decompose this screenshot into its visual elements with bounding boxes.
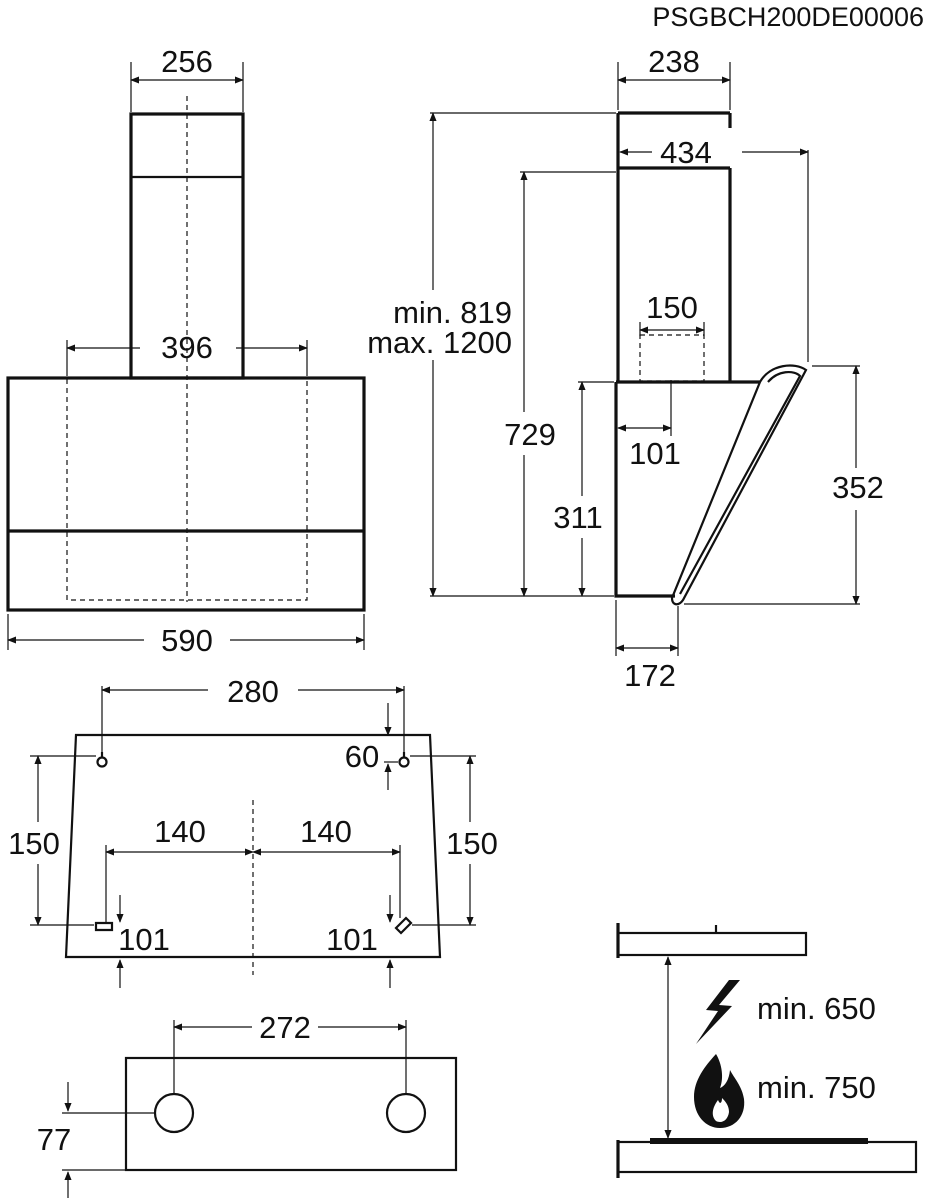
clearance-diagram: min. 650 min. 750 [616, 923, 918, 1178]
hidden-cutout [639, 334, 705, 382]
outlet-right [385, 1092, 427, 1134]
drawing-reference: PSGBCH200DE00006 [652, 2, 924, 32]
dim-cutout-width: 150 [646, 290, 698, 325]
side-view: 238 434 min. 819 max. 1200 729 150 101 3… [367, 44, 884, 693]
dim-height-hood-top: 729 [504, 417, 556, 452]
hob-counter [616, 1140, 918, 1174]
dim-right-half: 140 [300, 814, 352, 849]
dim-top-hole-offset: 60 [345, 739, 379, 774]
flame-icon-inner [712, 1098, 729, 1122]
dim-total-height-min: min. 819 [393, 295, 512, 330]
dim-outlet-spacing: 272 [259, 1010, 311, 1045]
dim-front-height: 352 [832, 470, 884, 505]
dim-outlet-height: 77 [37, 1122, 71, 1157]
dim-bottom-depth: 172 [624, 658, 676, 693]
keyhole-right [398, 752, 410, 768]
dim-depth-wall-to-front: 434 [660, 135, 712, 170]
hidden-inner-outline [66, 377, 308, 601]
hood-body-outline [6, 376, 366, 612]
mounting-plan: 280 60 150 150 140 140 101 101 [8, 674, 498, 988]
keyhole-left [96, 752, 108, 768]
bottom-hole-right [394, 916, 413, 935]
dim-left-half: 140 [154, 814, 206, 849]
dim-chimney-depth: 238 [648, 44, 700, 79]
outlet-panel [124, 1056, 458, 1172]
dim-total-width: 590 [161, 623, 213, 658]
outlet-left [153, 1092, 195, 1134]
lightning-icon [696, 980, 740, 1044]
dim-hole-spacing-top: 280 [227, 674, 279, 709]
flame-icon [694, 1054, 745, 1128]
mounting-template-outline [64, 733, 442, 959]
hob-plate [650, 1138, 868, 1144]
dim-chimney-width: 256 [161, 44, 213, 79]
dim-left-vertical: 150 [8, 826, 60, 861]
bottom-hole-left [94, 921, 114, 932]
front-view: 256 396 590 [6, 44, 366, 658]
hood-body-side [614, 382, 675, 598]
glass-panel [670, 364, 808, 606]
glass-panel-inner [679, 370, 802, 595]
clearance-electric: min. 650 [757, 991, 876, 1026]
dim-right-vertical: 150 [446, 826, 498, 861]
dim-inner-width: 396 [161, 330, 213, 365]
outlet-plan: 272 77 [37, 1010, 458, 1198]
dim-bottom-right-offset: 101 [326, 922, 378, 957]
dim-total-height-max: max. 1200 [367, 325, 512, 360]
dim-body-height: 311 [553, 500, 602, 535]
dim-cutout-offset: 101 [629, 436, 681, 471]
hood-underside [616, 931, 808, 957]
clearance-gas: min. 750 [757, 1070, 876, 1105]
dim-bottom-left-offset: 101 [118, 922, 170, 957]
